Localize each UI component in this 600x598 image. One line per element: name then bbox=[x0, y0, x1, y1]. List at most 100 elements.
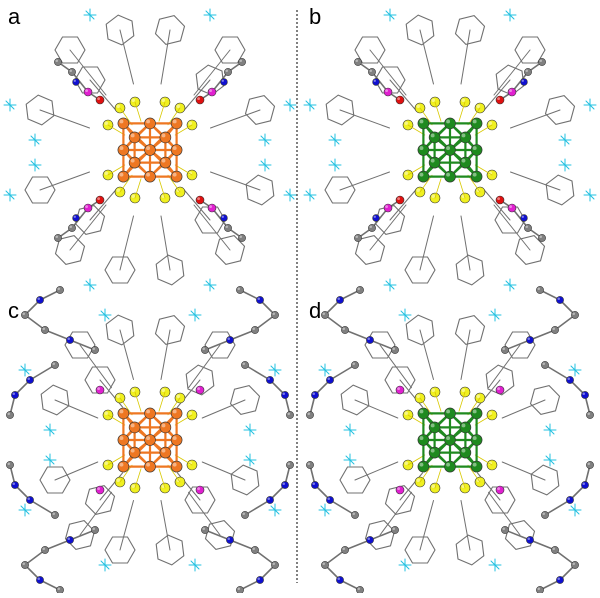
panel-c-structure bbox=[6, 286, 294, 594]
bond bbox=[160, 500, 171, 551]
chain-atom bbox=[271, 311, 279, 319]
bond bbox=[554, 549, 576, 566]
phosphorus-atom-highlight bbox=[397, 387, 400, 390]
carbon-atom-highlight bbox=[55, 235, 59, 239]
metal-atom bbox=[417, 170, 430, 183]
metal-atom bbox=[417, 434, 430, 446]
sulfur-atom-highlight bbox=[161, 98, 165, 102]
chain-atom bbox=[556, 576, 564, 584]
oxygen-atom bbox=[195, 195, 205, 205]
metal-atom bbox=[170, 434, 183, 446]
metal-atom bbox=[170, 144, 183, 156]
bond bbox=[510, 109, 561, 129]
cf3-bond bbox=[45, 455, 51, 461]
sulfur-atom-highlight bbox=[416, 104, 420, 108]
panel-d-structure bbox=[306, 286, 594, 594]
chain-atom bbox=[11, 481, 19, 489]
cf3-bond bbox=[549, 459, 555, 465]
bond bbox=[501, 399, 546, 419]
sulfur-atom-highlight bbox=[431, 194, 435, 198]
cf3-bond bbox=[490, 310, 496, 316]
metal-atom-highlight bbox=[146, 409, 150, 414]
metal-atom bbox=[417, 460, 430, 473]
bond bbox=[204, 339, 231, 351]
cf3-bond bbox=[30, 160, 36, 166]
core-s-bond bbox=[107, 164, 126, 176]
cf3-bond bbox=[34, 164, 40, 170]
core-s-bond bbox=[419, 174, 433, 193]
aryl-ring bbox=[155, 254, 185, 286]
metal-atom-highlight bbox=[419, 436, 424, 441]
bond bbox=[254, 549, 276, 566]
carbon-atom-highlight bbox=[369, 225, 372, 229]
chain-atom-highlight bbox=[42, 327, 46, 330]
cf3-bond bbox=[545, 455, 551, 461]
cf3-bond bbox=[385, 280, 391, 286]
metal-atom bbox=[444, 434, 456, 446]
oxygen-atom-highlight bbox=[97, 197, 100, 201]
bond bbox=[369, 204, 407, 251]
metal-atom bbox=[444, 170, 456, 183]
core-s-bond bbox=[407, 454, 426, 466]
carbon-atom bbox=[238, 58, 246, 66]
core-s-bond bbox=[407, 124, 426, 136]
metal-atom bbox=[417, 407, 430, 420]
core-s-bond bbox=[134, 391, 142, 412]
aryl-ring bbox=[214, 234, 246, 266]
sulfur-atom-highlight bbox=[104, 171, 108, 175]
sulfur-atom-highlight bbox=[416, 478, 420, 482]
chain-atom-highlight bbox=[312, 392, 315, 395]
bond bbox=[119, 29, 134, 85]
aryl-ring bbox=[354, 36, 386, 64]
cf3-bond bbox=[349, 429, 355, 435]
chain-atom-highlight bbox=[557, 297, 560, 300]
core-s-bond bbox=[158, 178, 166, 199]
phosphorus-atom bbox=[207, 203, 217, 213]
metal-atom-highlight bbox=[472, 409, 477, 414]
carbon-atom-highlight bbox=[225, 225, 229, 229]
metal-atom-highlight bbox=[146, 172, 150, 177]
cf3-bond bbox=[564, 164, 570, 170]
metal-atom bbox=[144, 144, 156, 156]
metal-atom-highlight bbox=[130, 133, 135, 138]
phosphorus-atom bbox=[495, 485, 505, 495]
sulfur-atom-highlight bbox=[416, 188, 420, 192]
sulfur-atom-highlight bbox=[161, 388, 165, 392]
cf3-bond bbox=[330, 135, 336, 141]
chain-atom bbox=[66, 336, 74, 344]
sulfur-atom-highlight bbox=[476, 104, 480, 108]
chain-atom bbox=[6, 411, 14, 419]
aryl-ring bbox=[40, 384, 70, 416]
metal-atom-highlight bbox=[130, 423, 135, 428]
cf3-bond bbox=[260, 160, 266, 166]
carbon-atom bbox=[354, 234, 362, 242]
bond bbox=[419, 215, 434, 271]
chain-atom bbox=[201, 526, 209, 534]
aryl-ring bbox=[245, 174, 275, 206]
aryl-ring bbox=[204, 331, 236, 359]
core-s-bond bbox=[174, 164, 193, 176]
chain-atom bbox=[281, 481, 289, 489]
chain-atom bbox=[326, 376, 334, 384]
phosphorus-atom-highlight bbox=[497, 387, 500, 390]
sulfur-atom-highlight bbox=[488, 121, 492, 125]
cf3-bond bbox=[564, 139, 570, 145]
chain-atom-highlight bbox=[37, 297, 41, 300]
bond bbox=[544, 499, 571, 516]
core-s-bond bbox=[167, 464, 181, 483]
metal-atom bbox=[459, 446, 472, 459]
aryl-ring bbox=[339, 466, 371, 494]
chain-atom bbox=[281, 391, 289, 399]
cf3-bond bbox=[205, 280, 211, 286]
carbon-atom bbox=[368, 224, 376, 232]
core-s-bond bbox=[434, 101, 442, 122]
cf3-bond bbox=[190, 310, 196, 316]
metal-atom bbox=[417, 117, 430, 130]
aryl-ring bbox=[454, 14, 486, 46]
aryl-ring bbox=[384, 366, 416, 394]
cf3-bond bbox=[205, 10, 211, 16]
metal-atom bbox=[117, 407, 130, 420]
chain-atom-highlight bbox=[582, 482, 585, 485]
metal-atom-highlight bbox=[146, 436, 150, 441]
chain-atom-highlight bbox=[67, 537, 70, 540]
